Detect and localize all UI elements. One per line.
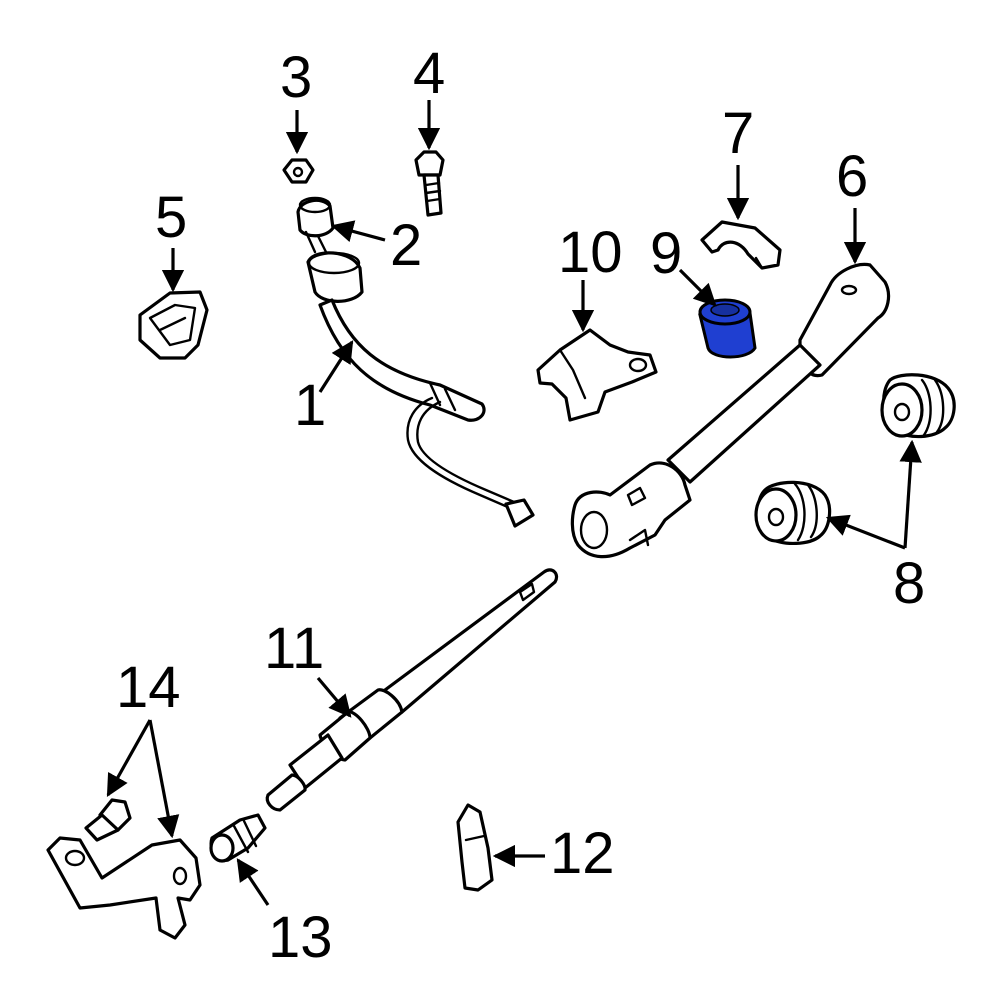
callout-1: 1 <box>294 373 326 438</box>
part-10-bracket[interactable] <box>536 328 658 422</box>
callout-6: 6 <box>836 144 868 209</box>
callout-5: 5 <box>155 185 187 250</box>
part-1-wiring-harness[interactable] <box>306 251 535 528</box>
callout-14: 14 <box>116 655 181 720</box>
part-2-connector[interactable] <box>296 196 335 254</box>
callout-3: 3 <box>280 45 312 110</box>
part-4-bolt[interactable] <box>414 150 445 217</box>
part-9-bushing[interactable] <box>698 298 757 359</box>
callout-11: 11 <box>264 616 324 681</box>
callout-7: 7 <box>722 101 754 166</box>
part-3-nut[interactable] <box>282 158 315 184</box>
part-7-clamp[interactable] <box>700 220 782 270</box>
callout-9: 9 <box>650 221 682 286</box>
callout-13: 13 <box>268 905 333 970</box>
part-6-column-jacket[interactable] <box>570 262 891 559</box>
callout-10: 10 <box>558 220 623 285</box>
callout-labels: 1 2 3 4 5 6 7 8 9 10 11 12 13 14 <box>116 41 925 970</box>
callout-12: 12 <box>550 821 615 886</box>
callout-4: 4 <box>413 41 445 106</box>
part-13-fitting[interactable] <box>209 813 267 863</box>
callout-8: 8 <box>893 551 925 616</box>
part-5-cover[interactable] <box>138 290 209 360</box>
callout-arrows <box>106 100 922 906</box>
callout-2: 2 <box>390 213 422 278</box>
part-8-bushings[interactable] <box>754 373 956 545</box>
part-14-bracket[interactable] <box>46 798 202 940</box>
part-12-clip[interactable] <box>456 803 494 892</box>
part-11-shaft[interactable] <box>265 568 559 812</box>
